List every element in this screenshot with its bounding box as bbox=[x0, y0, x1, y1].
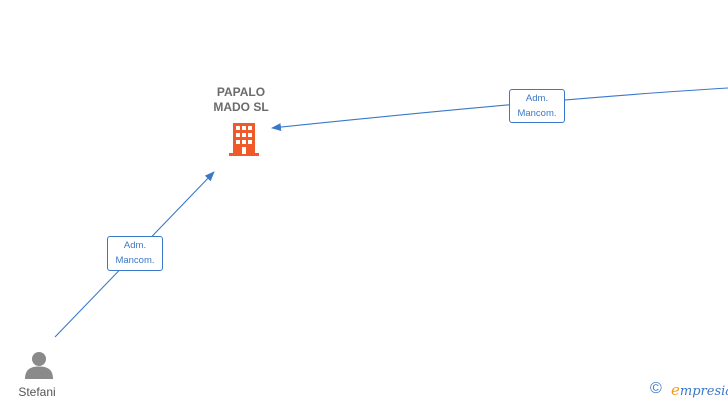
brand-logo-rest: mpresia bbox=[679, 384, 728, 399]
person-name[interactable]: Stefani bbox=[18, 385, 56, 399]
copyright-icon: © bbox=[650, 380, 662, 397]
edge-label-adm-mancom-2[interactable]: Adm. Mancom. bbox=[107, 236, 163, 271]
brand-logo-first-letter: e bbox=[671, 381, 680, 399]
company-name[interactable]: PAPALO MADO SL bbox=[213, 85, 269, 114]
edge-line-1 bbox=[271, 87, 728, 132]
brand-logo: empresia bbox=[671, 381, 728, 399]
edge-label-adm-mancom-1[interactable]: Adm. Mancom. bbox=[509, 89, 565, 123]
person-icon[interactable] bbox=[24, 350, 54, 385]
building-icon[interactable] bbox=[228, 121, 260, 162]
